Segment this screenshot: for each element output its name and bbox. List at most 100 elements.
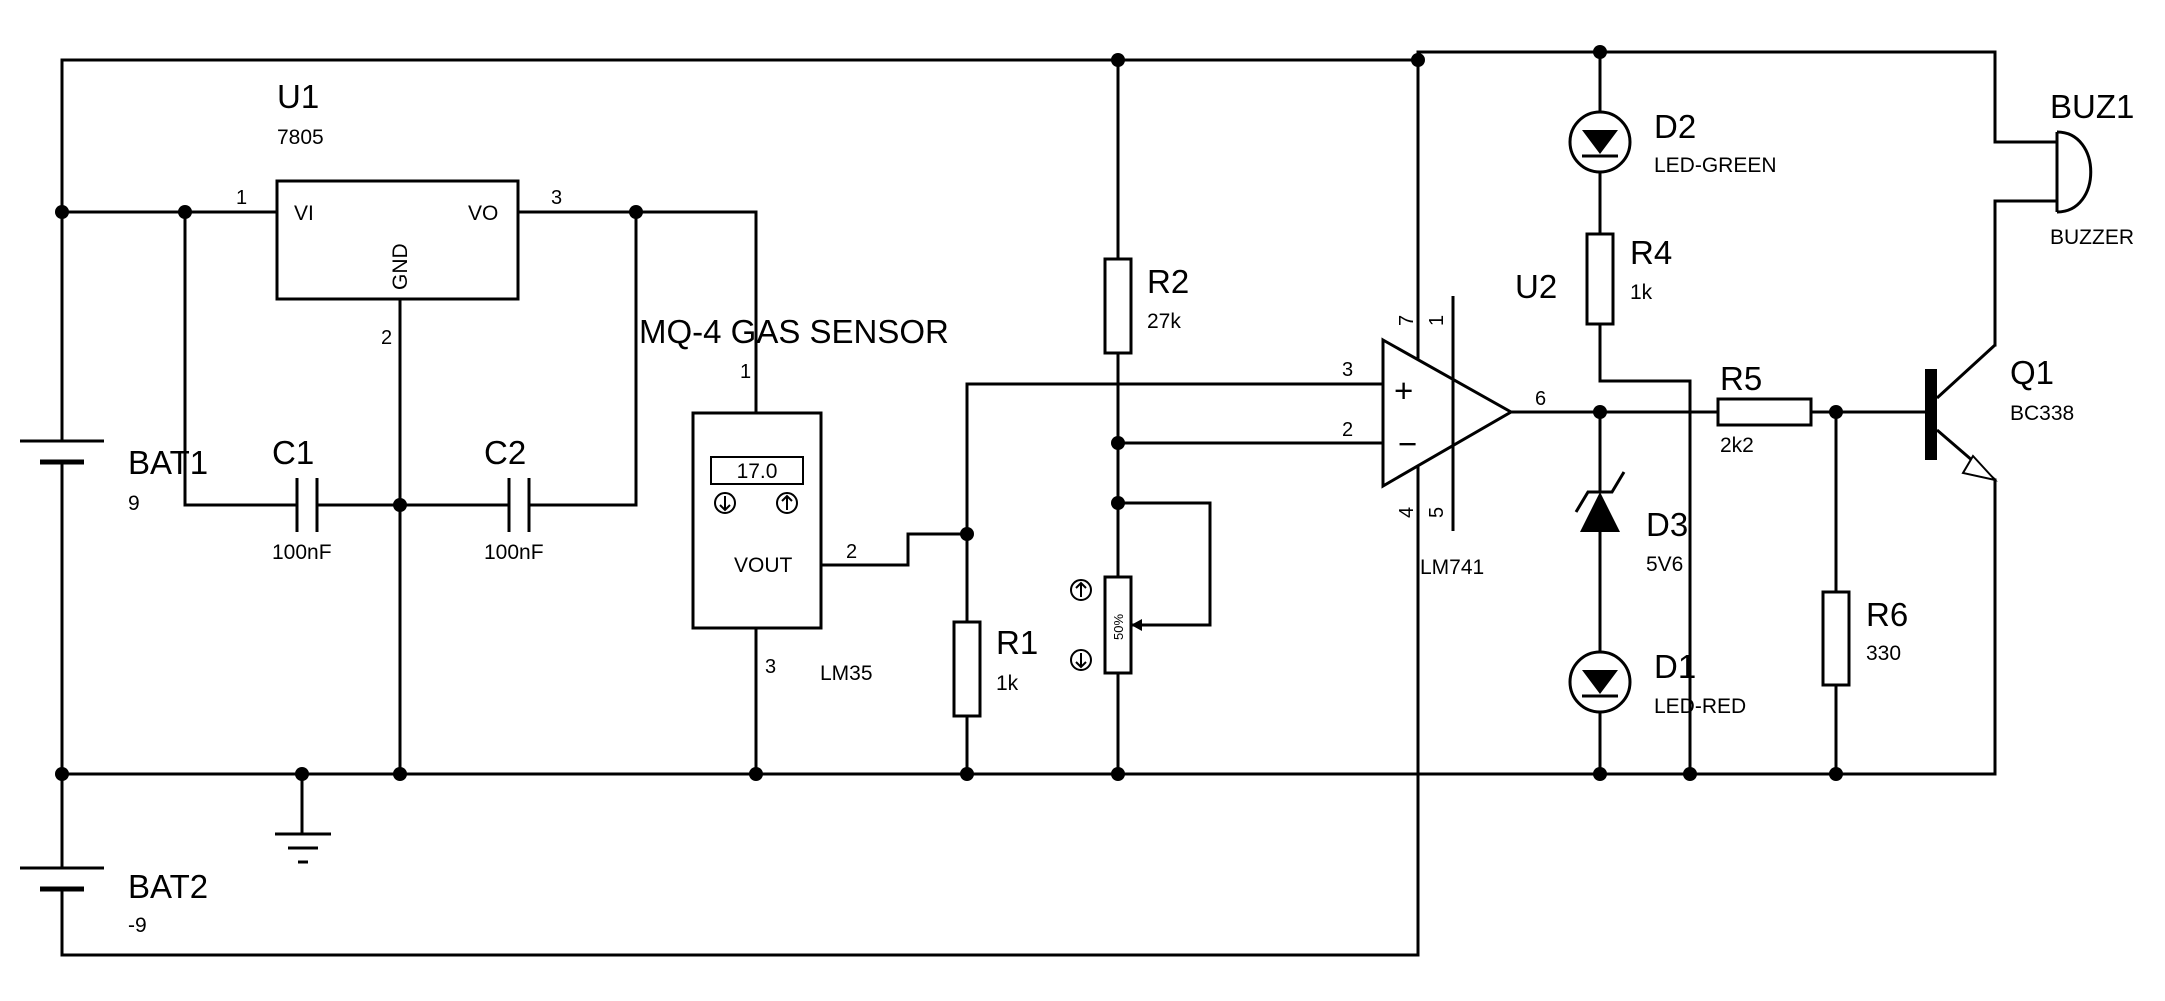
led-d1: D1 LED-RED bbox=[1568, 648, 1746, 718]
junction-dot bbox=[1411, 53, 1425, 67]
d1-value: LED-RED bbox=[1654, 695, 1746, 718]
sensor-pin2-number: 2 bbox=[846, 541, 857, 563]
opamp-u2: + − U2 LM741 3 2 6 7 1 4 5 bbox=[1342, 268, 1557, 579]
potentiometer: 50% bbox=[1070, 575, 1142, 675]
battery-bat1: BAT1 9 bbox=[20, 439, 208, 515]
u1-value: 7805 bbox=[277, 126, 324, 149]
c2-ref: C2 bbox=[484, 434, 526, 471]
capacitor-c2: C2 100nF bbox=[484, 434, 544, 564]
sensor-pin3-number: 3 bbox=[765, 656, 776, 678]
sensor-title: MQ-4 GAS SENSOR bbox=[639, 313, 949, 350]
c1-ref: C1 bbox=[272, 434, 314, 471]
u1-pin-vo: VO bbox=[468, 202, 498, 225]
opamp-pin1-number: 1 bbox=[1426, 315, 1448, 326]
battery-bat2: BAT2 -9 bbox=[20, 866, 208, 937]
junction-dot bbox=[1683, 767, 1697, 781]
sensor-value: LM35 bbox=[820, 662, 873, 685]
junction-dot bbox=[1593, 405, 1607, 419]
buz1-ref: BUZ1 bbox=[2050, 88, 2134, 125]
resistor-r6: R6 330 bbox=[1821, 590, 1908, 687]
opamp-pin6-number: 6 bbox=[1535, 388, 1546, 410]
junction-dot bbox=[749, 767, 763, 781]
junction-dot bbox=[55, 205, 69, 219]
u1-pin1-number: 1 bbox=[236, 187, 247, 209]
junction-dot bbox=[1829, 767, 1843, 781]
transistor-q1: Q1 BC338 bbox=[1925, 343, 2074, 482]
arrow-up-icon bbox=[776, 492, 798, 514]
opamp-minus-sign: − bbox=[1398, 425, 1417, 462]
bat2-ref: BAT2 bbox=[128, 868, 208, 905]
increase-arrow-icon bbox=[1070, 579, 1092, 601]
q1-value: BC338 bbox=[2010, 402, 2074, 425]
resistor-r1: R1 1k bbox=[952, 620, 1038, 718]
buzzer-buz1: BUZ1 BUZZER bbox=[2050, 88, 2134, 249]
r2-value: 27k bbox=[1147, 310, 1181, 333]
junction-dot bbox=[1829, 405, 1843, 419]
arrow-down-icon bbox=[714, 492, 736, 514]
r4-ref: R4 bbox=[1630, 234, 1672, 271]
decrease-arrow-icon bbox=[1070, 649, 1092, 671]
buz1-value: BUZZER bbox=[2050, 226, 2134, 249]
opamp-pin4-number: 4 bbox=[1396, 507, 1418, 518]
u2-value: LM741 bbox=[1420, 556, 1484, 579]
junction-dot bbox=[1593, 45, 1607, 59]
r1-value: 1k bbox=[996, 672, 1019, 695]
regulator-u1: U1 7805 VI VO GND 1 3 2 bbox=[236, 78, 562, 349]
led-d2: D2 LED-GREEN bbox=[1568, 108, 1777, 177]
junction-dots bbox=[55, 45, 1843, 781]
junction-dot bbox=[960, 527, 974, 541]
junction-dot bbox=[629, 205, 643, 219]
junction-dot bbox=[55, 767, 69, 781]
bat1-value: 9 bbox=[128, 492, 140, 515]
u1-pin2-number: 2 bbox=[381, 327, 392, 349]
junction-dot bbox=[960, 767, 974, 781]
r6-ref: R6 bbox=[1866, 596, 1908, 633]
junction-dot bbox=[1111, 53, 1125, 67]
junction-dot bbox=[393, 767, 407, 781]
resistor-r2: R2 27k bbox=[1103, 257, 1189, 355]
bat1-ref: BAT1 bbox=[128, 444, 208, 481]
junction-dot bbox=[1593, 767, 1607, 781]
r5-value: 2k2 bbox=[1720, 434, 1754, 457]
capacitor-c1: C1 100nF bbox=[272, 434, 332, 564]
opamp-pin7-number: 7 bbox=[1396, 315, 1418, 326]
opamp-pin3-number: 3 bbox=[1342, 359, 1353, 381]
sensor-pin1-number: 1 bbox=[740, 361, 751, 383]
pot-percent-label: 50% bbox=[1111, 614, 1126, 640]
gas-sensor-lm35: MQ-4 GAS SENSOR 17.0 VOUT 1 2 3 LM35 bbox=[639, 313, 949, 685]
junction-dot bbox=[1111, 436, 1125, 450]
r4-value: 1k bbox=[1630, 281, 1653, 304]
sensor-display-value: 17.0 bbox=[737, 460, 778, 483]
c2-value: 100nF bbox=[484, 541, 544, 564]
opamp-plus-sign: + bbox=[1394, 372, 1413, 409]
u2-ref: U2 bbox=[1515, 268, 1557, 305]
c1-value: 100nF bbox=[272, 541, 332, 564]
d2-value: LED-GREEN bbox=[1654, 154, 1777, 177]
sensor-pin-vout: VOUT bbox=[734, 554, 793, 577]
r5-ref: R5 bbox=[1720, 360, 1762, 397]
d3-ref: D3 bbox=[1646, 506, 1688, 543]
resistor-r5: R5 2k2 bbox=[1716, 360, 1813, 457]
r1-ref: R1 bbox=[996, 624, 1038, 661]
junction-dot bbox=[1111, 496, 1125, 510]
junction-dot bbox=[295, 767, 309, 781]
q1-ref: Q1 bbox=[2010, 354, 2054, 391]
d2-ref: D2 bbox=[1654, 108, 1696, 145]
opamp-pin2-number: 2 bbox=[1342, 419, 1353, 441]
junction-dot bbox=[178, 205, 192, 219]
u1-pin3-number: 3 bbox=[551, 187, 562, 209]
u1-pin-vi: VI bbox=[294, 202, 314, 225]
r2-ref: R2 bbox=[1147, 263, 1189, 300]
bat2-value: -9 bbox=[128, 914, 147, 937]
d1-ref: D1 bbox=[1654, 648, 1696, 685]
opamp-pin5-number: 5 bbox=[1426, 507, 1448, 518]
d3-value: 5V6 bbox=[1646, 553, 1683, 576]
wires bbox=[60, 50, 2059, 957]
zener-d3: D3 5V6 bbox=[1574, 471, 1688, 576]
junction-dot bbox=[393, 498, 407, 512]
ground-symbol bbox=[275, 832, 331, 864]
r6-value: 330 bbox=[1866, 642, 1901, 665]
resistor-r4: R4 1k bbox=[1585, 232, 1672, 326]
u1-ref: U1 bbox=[277, 78, 319, 115]
